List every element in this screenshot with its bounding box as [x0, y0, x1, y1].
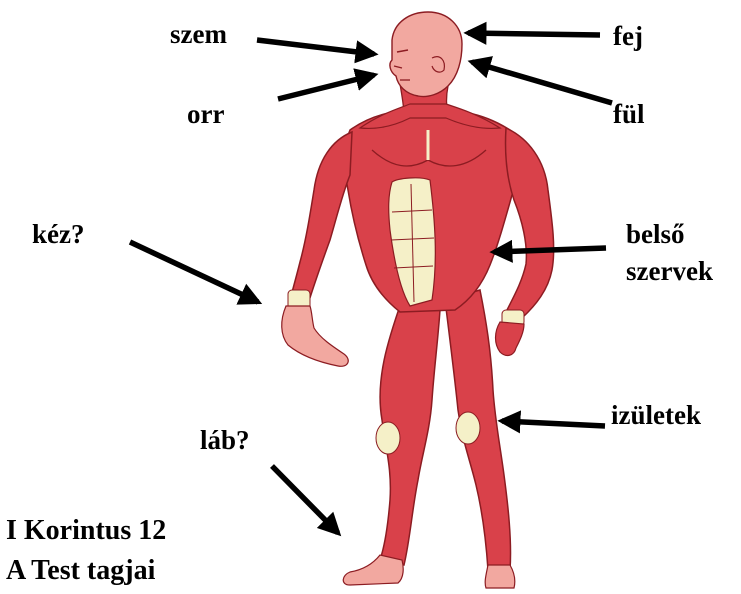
label-head: fej [613, 20, 643, 52]
title-line-1: I Korintus 12 [6, 514, 166, 548]
muscle-figure [282, 12, 554, 588]
label-organs-line2: szervek [626, 255, 713, 287]
right-arm [505, 128, 553, 318]
label-ear: fül [613, 98, 645, 130]
label-organs-line1: belső [626, 218, 685, 250]
right-knee [456, 412, 480, 444]
left-hand [282, 306, 349, 366]
left-knee [376, 422, 400, 454]
title-line-2: A Test tagjai [6, 554, 155, 588]
arrow-ear [472, 62, 612, 103]
left-foot [343, 555, 403, 585]
arrow-nose [278, 75, 374, 99]
arrow-head [468, 33, 600, 35]
right-hand [496, 322, 525, 355]
arrow-foot [272, 466, 338, 533]
label-hand: kéz? [32, 218, 84, 250]
label-joints: izületek [611, 399, 701, 431]
right-foot [485, 565, 515, 588]
head [390, 12, 462, 97]
label-nose: orr [187, 98, 224, 130]
arrow-organs [494, 248, 606, 252]
label-foot: láb? [200, 424, 250, 456]
arrow-eye [257, 40, 374, 54]
label-eye: szem [170, 18, 227, 50]
arrow-joints [502, 421, 605, 426]
arrow-hand [130, 242, 258, 302]
left-arm [290, 132, 352, 304]
